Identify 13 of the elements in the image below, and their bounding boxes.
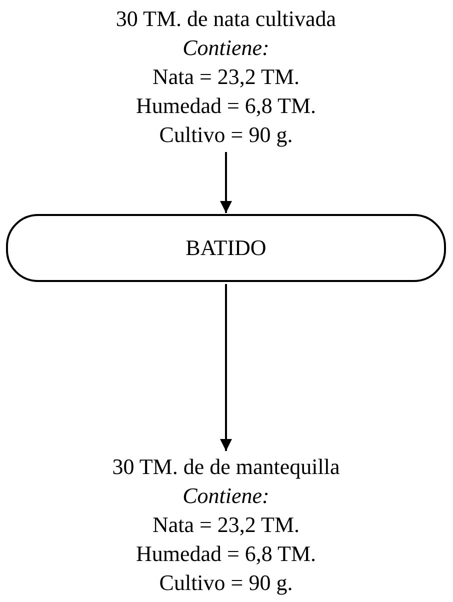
contents-label: Contiene: bbox=[182, 482, 270, 510]
process-box: BATIDO bbox=[6, 214, 446, 282]
contents-label: Contiene: bbox=[182, 34, 270, 62]
composition-line: Nata = 23,2 TM. bbox=[151, 63, 301, 91]
composition-line: Cultivo = 90 g. bbox=[158, 121, 294, 149]
product-heading: 30 TM. de nata cultivada bbox=[114, 5, 338, 33]
composition-line: Humedad = 6,8 TM. bbox=[134, 92, 318, 120]
composition-line: Humedad = 6,8 TM. bbox=[134, 540, 318, 568]
composition-line: Nata = 23,2 TM. bbox=[151, 511, 301, 539]
arrow bbox=[220, 284, 232, 451]
product-heading: 30 TM. de de mantequilla bbox=[111, 453, 341, 481]
composition-line: Cultivo = 90 g. bbox=[158, 569, 294, 597]
arrow bbox=[220, 152, 232, 213]
